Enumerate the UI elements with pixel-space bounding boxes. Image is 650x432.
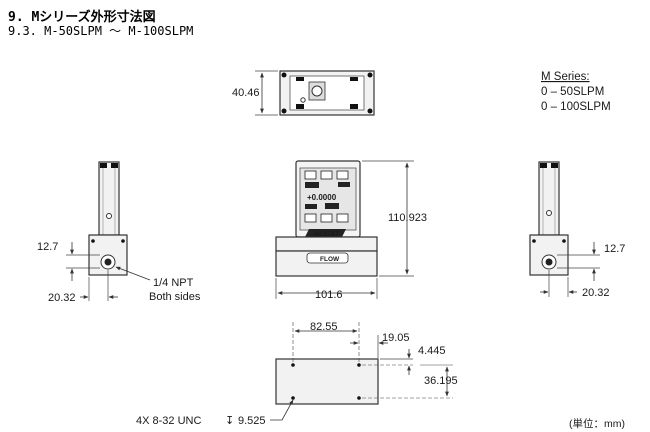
left-side-view: 12.7 20.32 1/4 NPT Both sides: [37, 161, 201, 304]
page-subtitle: 9.3. M-50SLPM ～ M-100SLPM: [8, 24, 194, 38]
series-note: M Series: 0 – 50SLPM 0 – 100SLPM: [541, 71, 611, 113]
flow-plate: [306, 252, 349, 264]
device-readout: +0.0000: [307, 193, 337, 202]
series-range-100: 0 – 100SLPM: [541, 101, 611, 113]
series-title: M Series:: [541, 71, 590, 83]
dim-bottom-36-195: 36.195: [424, 375, 458, 387]
right-side-view: 12.7 20.32: [529, 161, 625, 299]
series-range-50: 0 – 50SLPM: [541, 86, 604, 98]
dim-bottom-19-05: 19.05: [382, 332, 410, 344]
thread-depth: 9.525: [238, 415, 266, 427]
thread-callout: 4X 8-32 UNC: [136, 415, 201, 427]
page-title: 9. Mシリーズ外形寸法図: [8, 10, 156, 25]
dim-left-port-height: 12.7: [37, 241, 58, 253]
npt-callout-note: Both sides: [149, 291, 201, 303]
npt-callout: 1/4 NPT: [153, 277, 194, 289]
dim-top-height: 40.46: [232, 87, 260, 99]
dim-overall-height: 110.923: [388, 212, 427, 224]
depth-icon: ↧: [225, 415, 234, 427]
dim-width: 101.6: [315, 289, 343, 301]
dim-right-port-offset: 20.32: [582, 287, 610, 299]
dim-bottom-4-445: 4.445: [418, 345, 446, 357]
units-note: (単位：mm): [569, 417, 625, 430]
top-view: 40.46: [232, 70, 375, 116]
dim-right-port-height: 12.7: [604, 243, 625, 255]
alicat-logo-text: ALICAT: [313, 231, 340, 238]
flow-label: FLOW: [320, 256, 340, 263]
dim-bottom-82-55: 82.55: [310, 321, 338, 333]
bottom-view: 82.55 19.05 4.445 36.195 4X 8-32 UNC ↧ 9…: [136, 321, 458, 427]
front-view: +0.0000 ALICAT FLOW 110.923 101.6: [275, 160, 427, 301]
alicat-logo: [305, 229, 346, 237]
dim-left-port-offset: 20.32: [48, 292, 76, 304]
